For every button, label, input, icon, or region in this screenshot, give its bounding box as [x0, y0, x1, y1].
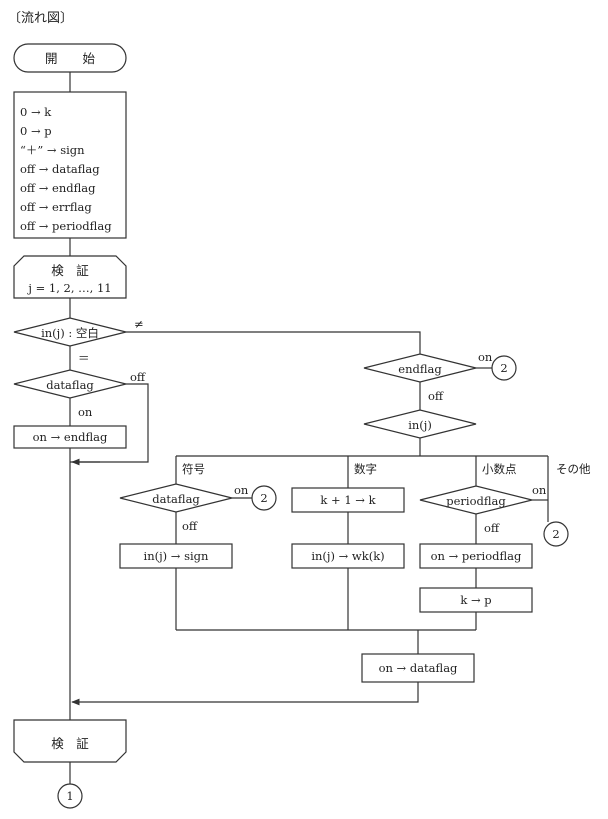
loop-end: 検 証 [13, 719, 127, 763]
loop-start-label: 検 証 [51, 263, 89, 278]
process-sign-label: in(j) → sign [144, 549, 210, 563]
off-label: off [130, 370, 146, 384]
process-period-1-label: on → periodflag [431, 549, 522, 563]
on-label: on [532, 483, 547, 497]
init-step: off → endflag [20, 181, 96, 195]
neq-label: ≠ [134, 317, 144, 331]
return-arrow [71, 682, 419, 706]
decision-inj: in(j) [363, 409, 477, 439]
branch-label-other: その他 [556, 462, 591, 476]
diagram-title: 〔流れ図〕 [8, 11, 73, 26]
decision-inj-label: in(j) [408, 418, 432, 432]
decision-dataflag-sign-label: dataflag [152, 492, 200, 506]
branch-label-sign: 符号 [182, 462, 205, 476]
on-label: on [78, 405, 93, 419]
init-step: “＋” → sign [20, 143, 85, 157]
decision-dataflag-left-label: dataflag [46, 378, 94, 392]
process-on-dataflag-label: on → dataflag [379, 661, 458, 675]
loop-range: j = 1, 2, …, 11 [26, 281, 111, 295]
process-on-endflag-label: on → endflag [33, 430, 108, 444]
init-step: 0 → p [20, 124, 52, 138]
off-label: off [428, 389, 444, 403]
branch-label-point: 小数点 [482, 462, 517, 476]
process-period-2-label: k → p [460, 593, 491, 607]
connector-2-label: 2 [500, 361, 507, 375]
process-period-1: on → periodflag [419, 543, 533, 569]
connector-2: 2 [543, 521, 569, 547]
on-label: on [234, 483, 249, 497]
connector-1-label: 1 [66, 789, 73, 803]
on-label: on [478, 350, 493, 364]
connector-2: 2 [491, 355, 517, 381]
start-label: 開 始 [45, 51, 96, 66]
process-digit-1-label: k + 1 → k [320, 493, 376, 507]
connector-2: 2 [251, 485, 277, 511]
loop-end-label: 検 証 [51, 736, 89, 751]
process-period-2: k → p [419, 587, 533, 613]
branch-label-digit: 数字 [354, 462, 377, 476]
init-step: off → dataflag [20, 162, 100, 176]
eq-label: ＝ [78, 351, 90, 365]
off-label: off [182, 519, 198, 533]
connector-1: 1 [57, 783, 83, 809]
process-digit-2-label: in(j) → wk(k) [311, 549, 384, 563]
init-step: 0 → k [20, 105, 52, 119]
connector-2-label: 2 [260, 491, 267, 505]
flow-line [126, 331, 421, 354]
decision-periodflag-label: periodflag [446, 494, 506, 508]
process-on-endflag: on → endflag [13, 425, 127, 449]
decision-endflag-label: endflag [398, 362, 442, 376]
decision-blank-label: in(j) : 空白 [41, 326, 99, 340]
decision-endflag: endflag [363, 353, 477, 383]
process-digit-2: in(j) → wk(k) [291, 543, 405, 569]
init-step: off → errflag [20, 200, 92, 214]
off-label: off [484, 521, 500, 535]
decision-periodflag: periodflag [419, 485, 533, 515]
start-terminal: 開 始 [13, 43, 127, 73]
decision-blank: in(j) : 空白 [13, 317, 127, 347]
process-digit-1: k + 1 → k [291, 487, 405, 513]
decision-dataflag-sign: dataflag [119, 483, 233, 513]
init-step: off → periodflag [20, 219, 112, 233]
process-sign: in(j) → sign [119, 543, 233, 569]
connector-2-label: 2 [552, 527, 559, 541]
process-on-dataflag: on → dataflag [361, 653, 475, 683]
init-process: 0 → k 0 → p “＋” → sign off → dataflag of… [13, 91, 127, 239]
decision-dataflag-left: dataflag [13, 369, 127, 399]
flow-line [70, 383, 149, 463]
loop-start: 検 証 j = 1, 2, …, 11 [13, 255, 127, 299]
